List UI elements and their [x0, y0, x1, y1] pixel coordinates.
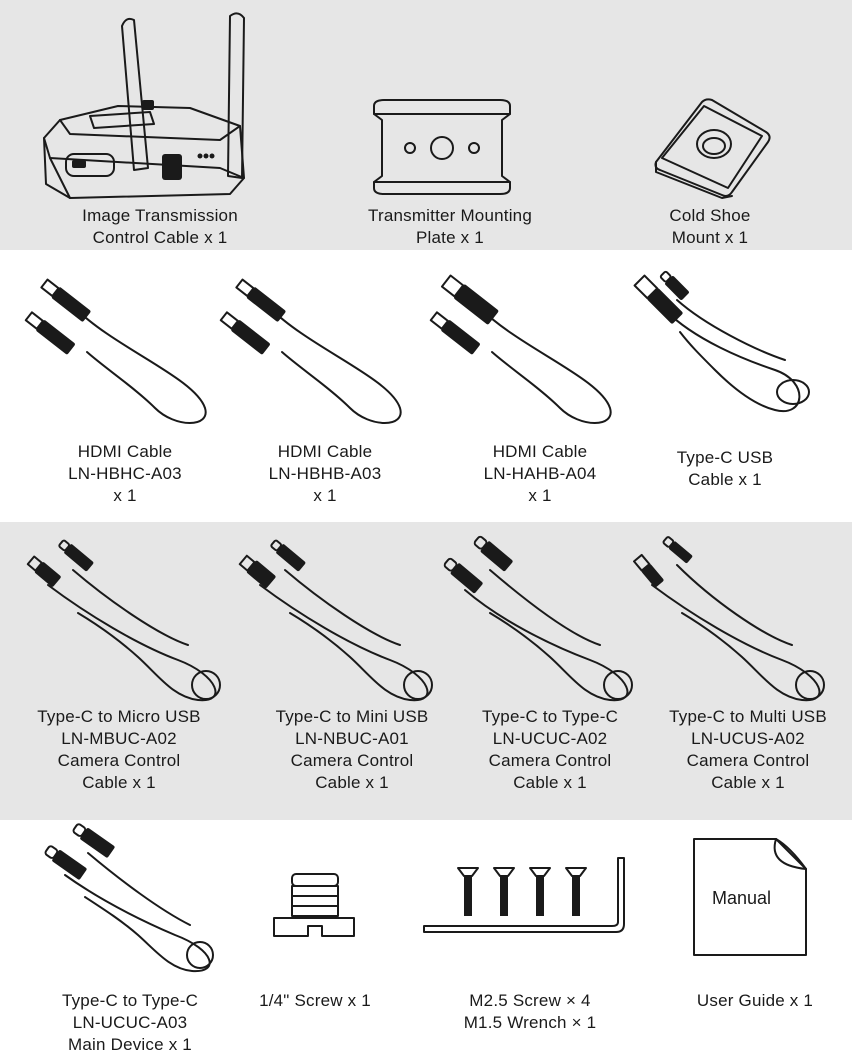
caption-line: Cold Shoe — [669, 206, 751, 225]
caption-line: Camera Control — [57, 751, 181, 770]
caption-line: Main Device x 1 — [68, 1035, 192, 1054]
caption-line: Type-C to Micro USB — [37, 707, 201, 726]
item-main-type-c-cable: Type-C to Type-C LN-UCUC-A03 Main Device… — [30, 990, 230, 1056]
caption-line: LN-HAHB-A04 — [483, 464, 597, 483]
item-hdmi-cable-1: HDMI Cable LN-HBHC-A03 x 1 — [40, 441, 210, 507]
screw-icon — [273, 873, 355, 937]
caption-line: Camera Control — [686, 751, 810, 770]
caption-line: LN-UCUC-A03 — [72, 1013, 188, 1032]
type-c-cable-icon — [44, 823, 214, 973]
multi-usb-cable-icon — [633, 536, 825, 702]
caption-line: x 1 — [313, 486, 337, 505]
caption-line: Cable x 1 — [711, 773, 785, 792]
caption-line: M2.5 Screw × 4 — [469, 991, 591, 1010]
caption-line: User Guide x 1 — [696, 991, 814, 1010]
item-usb-cable: Type-C USB Cable x 1 — [640, 447, 810, 491]
transmitter-unit-icon — [43, 12, 245, 199]
row-3-background — [0, 522, 852, 820]
caption-line: Transmitter Mounting — [368, 206, 532, 225]
caption-line: x 1 — [528, 486, 552, 505]
caption-line: LN-UCUS-A02 — [691, 729, 805, 748]
manual-icon — [693, 838, 807, 956]
caption-line: LN-UCUC-A02 — [492, 729, 608, 748]
mounting-plate-icon — [373, 99, 511, 195]
item-cold-shoe: Cold Shoe Mount x 1 — [620, 205, 800, 249]
item-hdmi-cable-3: HDMI Cable LN-HAHB-A04 x 1 — [455, 441, 625, 507]
item-mounting-plate: Transmitter Mounting Plate x 1 — [330, 205, 570, 249]
hdmi-cable-icon — [24, 278, 207, 424]
caption-line: Type-C to Multi USB — [669, 707, 827, 726]
caption-line: Plate x 1 — [416, 228, 484, 247]
caption-line: Type-C to Type-C — [61, 991, 199, 1010]
caption-line: 1/4" Screw x 1 — [259, 991, 371, 1010]
caption-line: Image Transmission — [82, 206, 238, 225]
mini-usb-cable-icon — [238, 539, 433, 702]
caption-line: Cable x 1 — [82, 773, 156, 792]
caption-line: M1.5 Wrench × 1 — [463, 1013, 597, 1032]
caption-line: Type-C to Type-C — [481, 707, 619, 726]
caption-line: HDMI Cable — [277, 442, 373, 461]
type-c-cable-icon — [443, 535, 633, 702]
cold-shoe-icon — [654, 98, 771, 199]
caption-line: Mount x 1 — [671, 228, 749, 247]
caption-line: LN-HBHC-A03 — [68, 464, 182, 483]
caption-line: Camera Control — [488, 751, 612, 770]
item-transmitter: Image Transmission Control Cable x 1 — [30, 205, 290, 249]
item-mini-usb-cable: Type-C to Mini USB LN-NBUC-A01 Camera Co… — [242, 706, 462, 794]
caption-line: HDMI Cable — [492, 442, 588, 461]
item-hdmi-cable-2: HDMI Cable LN-HBHB-A03 x 1 — [240, 441, 410, 507]
caption-line: Cable x 1 — [315, 773, 389, 792]
caption-line: Type-C to Mini USB — [275, 707, 429, 726]
item-micro-usb-cable: Type-C to Micro USB LN-MBUC-A02 Camera C… — [0, 706, 238, 794]
caption-line: x 1 — [113, 486, 137, 505]
item-user-guide: User Guide x 1 — [670, 990, 840, 1012]
caption-line: Control Cable x 1 — [92, 228, 228, 247]
usb-cable-icon — [633, 270, 810, 413]
item-screws-wrench: M2.5 Screw × 4 M1.5 Wrench × 1 — [440, 990, 620, 1034]
item-screw: 1/4" Screw x 1 — [230, 990, 400, 1012]
screws-wrench-icon — [423, 857, 625, 933]
manual-cover-label: Manual — [712, 888, 772, 908]
item-multi-usb-cable: Type-C to Multi USB LN-UCUS-A02 Camera C… — [648, 706, 848, 794]
caption-line: HDMI Cable — [77, 442, 173, 461]
hdmi-cable-icon — [429, 274, 612, 424]
hdmi-cable-icon — [219, 278, 402, 424]
caption-line: Cable x 1 — [688, 470, 762, 489]
caption-line: LN-HBHB-A03 — [268, 464, 382, 483]
caption-line: Type-C USB — [676, 448, 774, 467]
caption-line: LN-NBUC-A01 — [295, 729, 409, 748]
caption-line: Camera Control — [290, 751, 414, 770]
micro-usb-cable-icon — [26, 539, 221, 702]
item-type-c-cable: Type-C to Type-C LN-UCUC-A02 Camera Cont… — [455, 706, 645, 794]
caption-line: Cable x 1 — [513, 773, 587, 792]
caption-line: LN-MBUC-A02 — [61, 729, 177, 748]
